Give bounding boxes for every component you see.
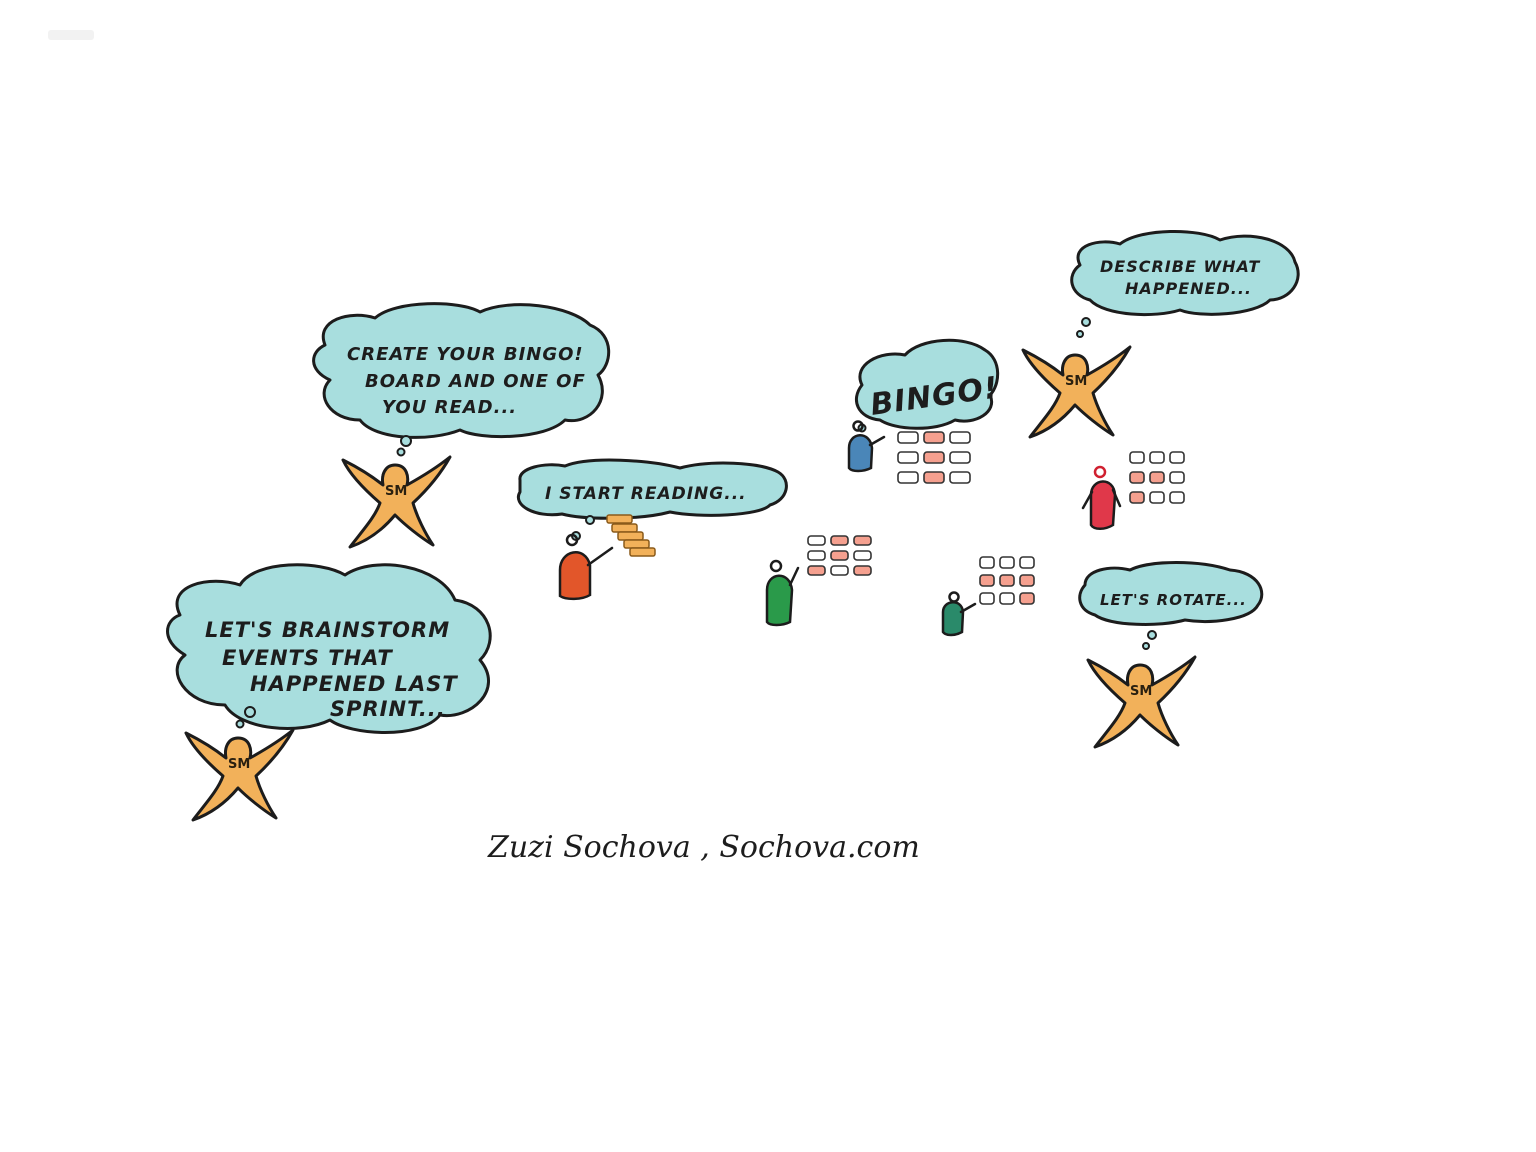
faint-watermark-mark xyxy=(48,30,94,40)
bingo-cell xyxy=(1149,451,1165,464)
bingo-board-green xyxy=(807,535,872,576)
bingo-cell xyxy=(853,535,872,546)
bingo-board-teal xyxy=(979,556,1035,605)
bingo-cell xyxy=(1019,556,1035,569)
bingo-cell xyxy=(1019,574,1035,587)
create-bingo-line-3: YOU READ... xyxy=(382,397,517,418)
bingo-cell xyxy=(979,556,995,569)
bingo-cell xyxy=(1169,491,1185,504)
start-reading-thought-bubble: I START READING... xyxy=(516,458,788,541)
rotate-thought-bubble: LET'S ROTATE... xyxy=(1078,561,1264,650)
bingo-board-red xyxy=(1129,451,1185,504)
brainstorm-thought-bubble: LET'S BRAINSTORM EVENTS THAT HAPPENED LA… xyxy=(166,563,492,734)
bingo-cell xyxy=(1129,451,1145,464)
bingo-cell xyxy=(830,535,849,546)
brainstorm-line-4: SPRINT... xyxy=(330,697,446,721)
bingo-cell xyxy=(999,592,1015,605)
person-orange-reader xyxy=(558,533,614,601)
person-red xyxy=(1081,465,1122,530)
bingo-cell xyxy=(807,535,826,546)
bingo-cell xyxy=(923,431,945,444)
bingo-cell xyxy=(1129,471,1145,484)
sm-label-1: SM xyxy=(385,484,407,499)
bingo-cell xyxy=(853,550,872,561)
describe-line-2: HAPPENED... xyxy=(1125,279,1252,298)
scrum-master-star-2: SM xyxy=(184,728,295,822)
person-blue xyxy=(847,420,886,473)
bingo-cell xyxy=(1169,471,1185,484)
bingo-cell xyxy=(1129,491,1145,504)
bingo-cell xyxy=(830,550,849,561)
sm-label-4: SM xyxy=(1130,684,1152,699)
bingo-cell xyxy=(807,550,826,561)
brainstorm-line-3: HAPPENED LAST xyxy=(250,672,458,696)
bingo-cell xyxy=(923,451,945,464)
bingo-thought-bubble: BINGO! xyxy=(855,338,1001,433)
bingo-board-blue xyxy=(897,431,971,484)
describe-thought-bubble: DESCRIBE WHAT HAPPENED... xyxy=(1070,229,1300,338)
bingo-cell xyxy=(830,565,849,576)
create-bingo-thought-bubble: CREATE YOUR BINGO! BOARD AND ONE OF YOU … xyxy=(312,302,611,457)
bingo-cell xyxy=(923,471,945,484)
bingo-cell xyxy=(979,592,995,605)
bingo-cell xyxy=(999,556,1015,569)
scrum-master-star-3: SM xyxy=(1021,345,1132,439)
bingo-cell xyxy=(949,431,971,444)
bingo-cell xyxy=(897,471,919,484)
bingo-cell xyxy=(1149,491,1165,504)
sm-label-2: SM xyxy=(228,757,250,772)
bingo-cell xyxy=(949,471,971,484)
create-bingo-line-2: BOARD AND ONE OF xyxy=(365,371,586,392)
bingo-cell xyxy=(897,451,919,464)
paper-stack-icon xyxy=(606,514,656,557)
bingo-cell xyxy=(897,431,919,444)
describe-line-1: DESCRIBE WHAT xyxy=(1100,257,1260,276)
brainstorm-line-2: EVENTS THAT xyxy=(222,646,393,670)
scrum-master-star-4: SM xyxy=(1086,655,1197,749)
author-signature: Zuzi Sochova , Sochova.com xyxy=(487,830,920,865)
bingo-cell xyxy=(1169,451,1185,464)
create-bingo-line-1: CREATE YOUR BINGO! xyxy=(347,344,584,365)
bingo-cell xyxy=(853,565,872,576)
start-reading-line-1: I START READING... xyxy=(545,484,747,504)
bingo-cell xyxy=(1019,592,1035,605)
bingo-cell xyxy=(949,451,971,464)
rotate-line-1: LET'S ROTATE... xyxy=(1100,591,1247,609)
bingo-cell xyxy=(979,574,995,587)
person-teal xyxy=(941,591,977,637)
bingo-cell xyxy=(999,574,1015,587)
sm-label-3: SM xyxy=(1065,374,1087,389)
bingo-cell xyxy=(1149,471,1165,484)
person-green xyxy=(765,559,800,627)
bingo-cell xyxy=(807,565,826,576)
scrum-master-star-1: SM xyxy=(341,455,452,549)
brainstorm-line-1: LET'S BRAINSTORM xyxy=(205,618,450,642)
